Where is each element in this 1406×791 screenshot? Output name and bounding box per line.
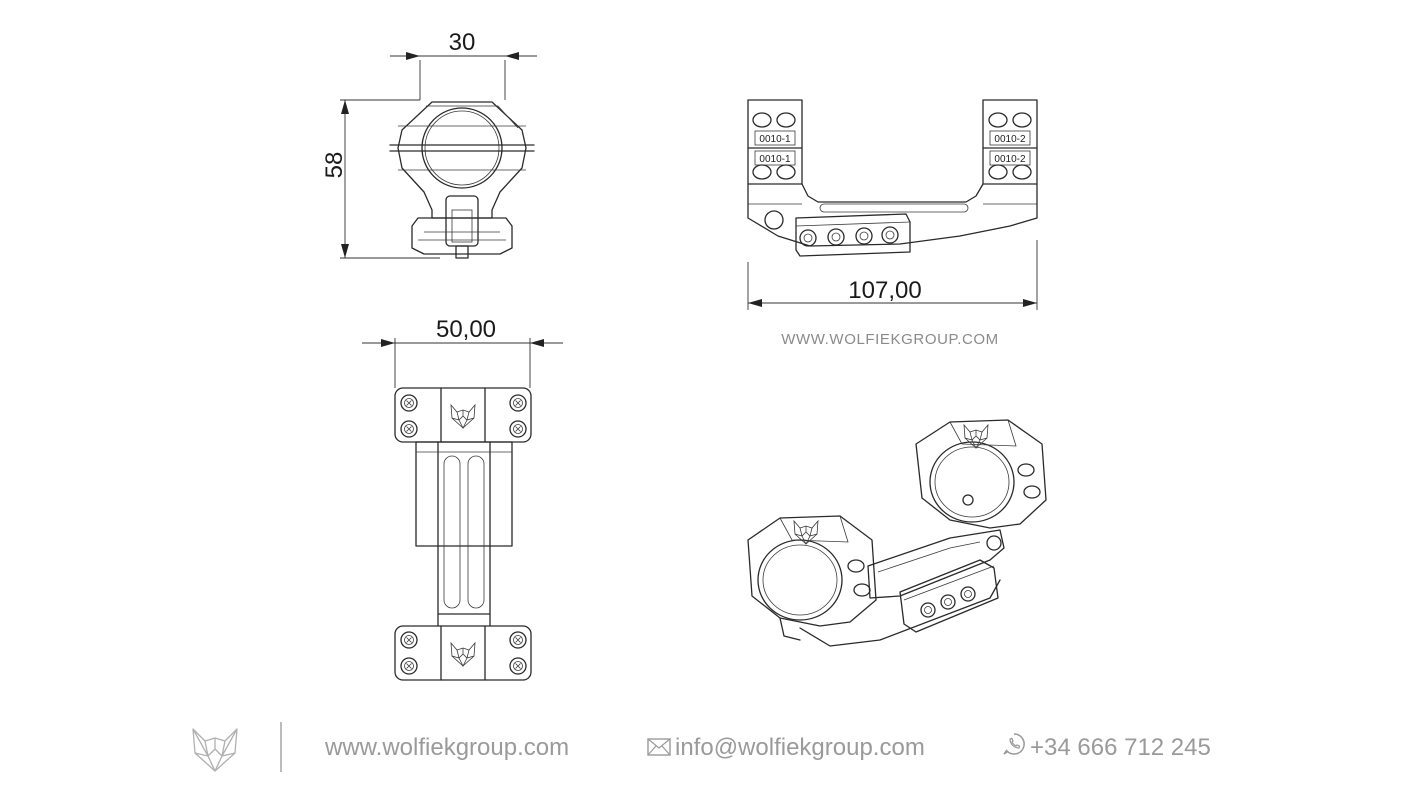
top-ring-upper xyxy=(394,387,532,443)
rail-clamp xyxy=(795,213,911,257)
dim-side-length: 107,00 xyxy=(747,240,1038,310)
dim-side-length-label: 107,00 xyxy=(848,277,921,304)
top-ring-lower xyxy=(394,625,532,681)
footer-email-text: info@wolfiekgroup.com xyxy=(675,734,925,761)
front-view: 30 58 xyxy=(321,29,537,259)
dim-top-width-label: 50,00 xyxy=(436,316,496,343)
ring-label-left-bottom: 0010-1 xyxy=(759,154,791,165)
ring-label-left-top: 0010-1 xyxy=(759,134,791,145)
footer-phone[interactable]: +34 666 712 245 xyxy=(1002,730,1211,766)
right-ring-block xyxy=(982,99,1038,185)
wolf-engraving-icon xyxy=(450,404,476,429)
wolf-head-logo-icon xyxy=(190,726,240,777)
top-arm-upper xyxy=(415,441,513,547)
top-view: 50,00 xyxy=(362,316,563,681)
dim-front-width: 30 xyxy=(390,29,537,100)
dim-front-height-label: 58 xyxy=(321,152,348,179)
ring-label-right-bottom: 0010-2 xyxy=(994,154,1026,165)
footer-website[interactable]: www.wolfiekgroup.com xyxy=(325,734,570,761)
iso-rail-clamp xyxy=(899,559,999,633)
isometric-view xyxy=(747,419,1047,647)
dim-top-width: 50,00 xyxy=(362,316,563,388)
clamp-screws xyxy=(799,226,899,247)
left-ring-block xyxy=(747,99,803,185)
footer-divider xyxy=(280,722,282,772)
watermark-url: WWW.WOLFIEKGROUP.COM xyxy=(781,331,999,348)
footer-phone-text: +34 666 712 245 xyxy=(1030,734,1211,761)
side-view: 0010-1 0010-1 0010-2 0010-2 xyxy=(747,99,1038,348)
whatsapp-phone-icon xyxy=(1002,731,1026,767)
wolf-engraving-icon xyxy=(450,642,476,667)
dim-front-width-label: 30 xyxy=(449,29,476,56)
dim-front-height: 58 xyxy=(321,99,440,259)
ring-label-right-top: 0010-2 xyxy=(994,134,1026,145)
footer-email[interactable]: info@wolfiekgroup.com xyxy=(647,730,925,766)
envelope-icon xyxy=(647,731,671,767)
